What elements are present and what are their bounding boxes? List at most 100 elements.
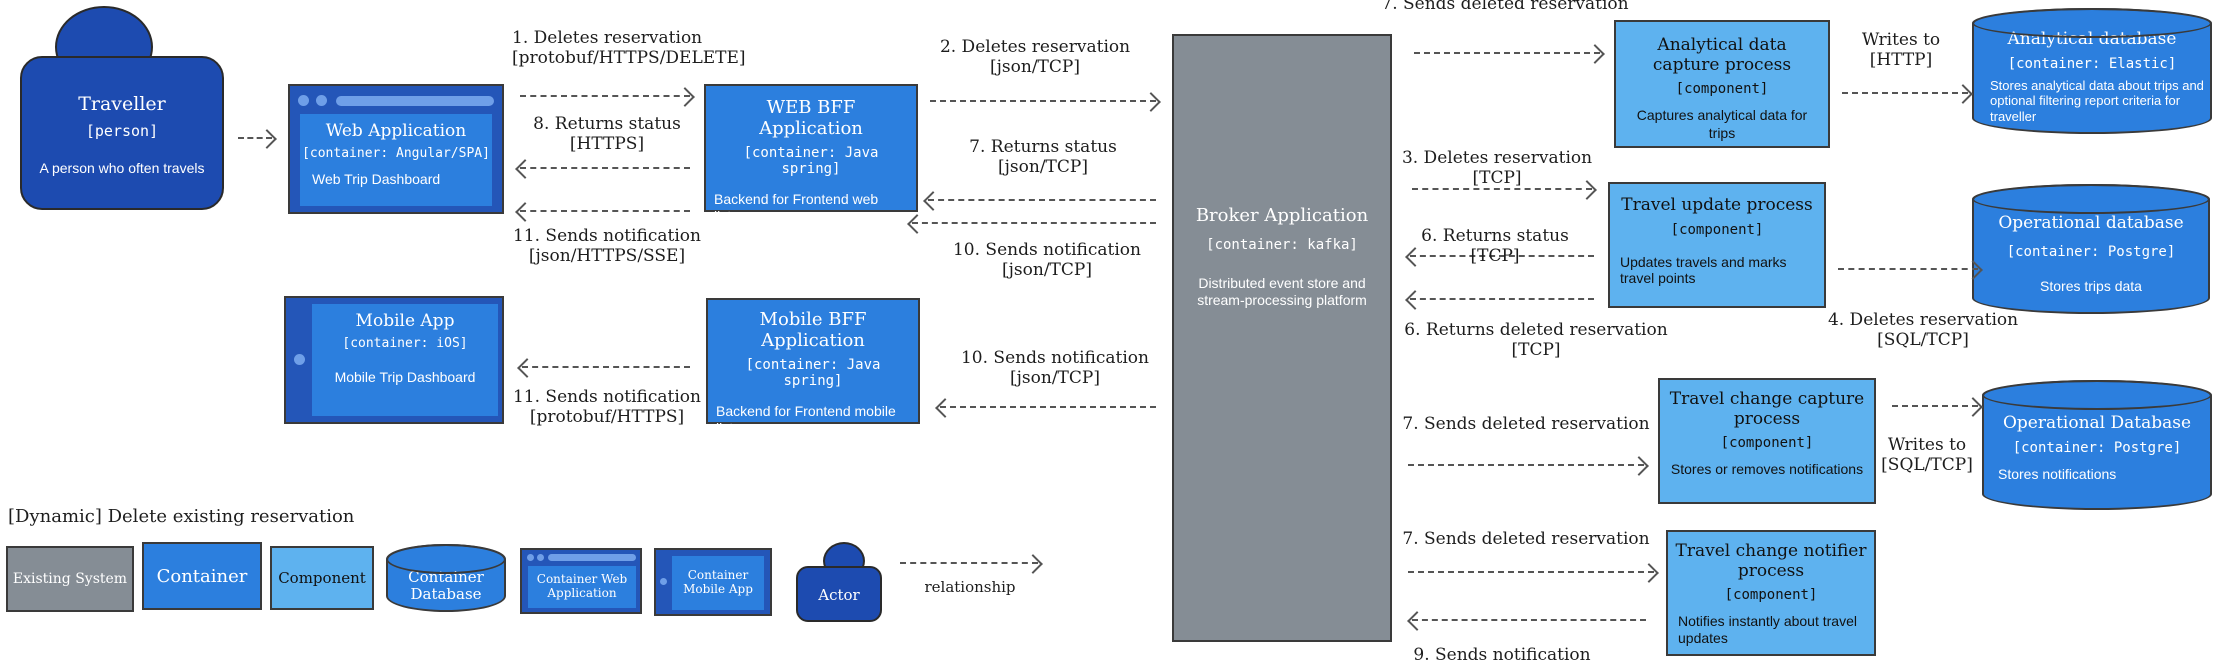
traveller-title: Traveller (78, 93, 166, 115)
web-app-desc: Web Trip Dashboard (312, 170, 441, 187)
broker-desc: Distributed event store and stream-proce… (1197, 274, 1367, 309)
web-bff-title: WEB BFF Application (759, 97, 863, 139)
arrow-9 (1412, 619, 1646, 621)
arrow-traveller-webapp (238, 137, 272, 139)
home-button-icon (660, 578, 667, 585)
label-7d: 7. Sends deleted reservation (1402, 529, 1650, 549)
travel-change-notifier-title: Travel change notifier process (1675, 541, 1867, 581)
mobile-app-title: Mobile App (355, 311, 455, 331)
arrow-7c (1408, 464, 1644, 466)
analytical-capture-desc: Captures analytical data for trips (1636, 107, 1808, 141)
operational-db-1-desc: Stores trips data (2040, 277, 2142, 294)
travel-change-capture-title: Travel change capture process (1669, 389, 1865, 429)
travel-change-notifier-tech: [component] (1724, 587, 1818, 604)
arrow-1 (520, 95, 690, 97)
label-10a: 10. Sends notification [json/TCP] (952, 240, 1141, 281)
travel-update-desc: Updates travels and marks travel points (1620, 253, 1787, 287)
label-writes-1: Writes to [HTTP] (1861, 30, 1941, 71)
legend-container-web-app: Container Web Application (520, 548, 642, 614)
legend-relationship-arrow (900, 562, 1038, 564)
arrow-7-top (1414, 52, 1600, 54)
label-6b: 6. Returns deleted reservation [TCP] (1404, 320, 1668, 361)
arrow-4 (1838, 268, 1978, 270)
analytical-capture-tech: [component] (1675, 81, 1769, 98)
arrow-writes-2 (1892, 405, 1978, 407)
travel-update-title: Travel update process (1621, 195, 1813, 215)
arrow-3 (1412, 188, 1592, 190)
mobile-bff-tech: [container: Java spring] (745, 357, 881, 390)
arrow-10a (912, 222, 1156, 224)
legend-component: Component (270, 546, 374, 610)
analytical-db-tech: [container: Elastic] (2007, 55, 2177, 72)
travel-change-capture-component[interactable]: Travel change capture process [component… (1658, 378, 1876, 504)
arrow-6b (1410, 298, 1594, 300)
mobile-app-frame[interactable]: Mobile App [container: iOS] Mobile Trip … (284, 296, 504, 424)
travel-update-tech: [component] (1670, 221, 1764, 238)
operational-db-2-tech: [container: Postgre] (2012, 439, 2182, 456)
arrow-writes-1 (1842, 92, 1968, 94)
label-7c: 7. Sends deleted reservation (1402, 414, 1650, 434)
label-4: 4. Deletes reservation [SQL/TCP] (1827, 310, 2019, 351)
web-bff-desc: Backend for Frontend web listener (714, 191, 879, 225)
traveller-desc: A person who often travels (39, 159, 205, 176)
web-app-title: Web Application (325, 121, 467, 141)
window-dot-icon (537, 554, 544, 561)
window-dot-icon (527, 554, 534, 561)
travel-change-capture-tech: [component] (1720, 435, 1814, 452)
address-bar-icon (336, 96, 494, 106)
address-bar-icon (548, 554, 636, 561)
arrow-2 (930, 100, 1156, 102)
arrow-6a (1410, 255, 1594, 257)
arrow-7d (1408, 571, 1654, 573)
window-dot-icon (298, 95, 309, 106)
label-7-top: 7. Sends deleted reservation (1381, 0, 1629, 14)
mobile-bff-container[interactable]: Mobile BFF Application [container: Java … (706, 298, 920, 436)
arrow-7a (928, 199, 1156, 201)
mobile-bff-title: Mobile BFF Application (759, 309, 867, 351)
broker-title: Broker Application (1195, 205, 1369, 226)
label-1: 1. Deletes reservation [protobuf/HTTPS/D… (512, 28, 746, 69)
label-3: 3. Deletes reservation [TCP] (1401, 148, 1593, 189)
analytical-capture-title: Analytical data capture process (1652, 35, 1792, 75)
mobile-app-tech: [container: iOS] (342, 335, 468, 351)
legend-actor: Actor (796, 566, 882, 622)
label-10b: 10. Sends notification [json/TCP] (960, 348, 1149, 389)
label-11b: 11. Sends notification [protobuf/HTTPS] (512, 387, 701, 428)
operational-db-2[interactable]: Operational Database [container: Postgre… (1982, 380, 2212, 510)
label-6a: 6. Returns status [TCP] (1421, 226, 1569, 267)
travel-change-notifier-component[interactable]: Travel change notifier process [componen… (1666, 530, 1876, 656)
travel-change-capture-desc: Stores or removes notifications (1670, 461, 1864, 478)
web-bff-container[interactable]: WEB BFF Application [container: Java spr… (704, 84, 918, 224)
arrow-11b (522, 366, 690, 368)
operational-db-2-desc: Stores notifications (1998, 465, 2117, 482)
legend-container: Container (142, 542, 262, 610)
arrow-8 (520, 167, 690, 169)
label-writes-2: Writes to [SQL/TCP] (1881, 435, 1973, 476)
broker-tech: [container: kafka] (1206, 236, 1358, 253)
arrow-10b (940, 406, 1156, 408)
broker-system[interactable]: Broker Application [container: kafka] Di… (1172, 34, 1392, 642)
legend-title: [Dynamic] Delete existing reservation (8, 506, 355, 527)
operational-db-2-title: Operational Database (2002, 413, 2192, 433)
legend-relationship-label: relationship (924, 578, 1016, 596)
home-button-icon (294, 354, 305, 365)
analytical-db-desc: Stores analytical data about trips and o… (1990, 77, 2204, 124)
analytical-db[interactable]: Analytical database [container: Elastic]… (1972, 8, 2212, 134)
arrow-11a (520, 210, 690, 212)
traveller-person[interactable]: Traveller [person] A person who often tr… (20, 56, 224, 210)
label-8: 8. Returns status [HTTPS] (533, 114, 681, 155)
window-dot-icon (316, 95, 327, 106)
legend-container-database: Container Database (386, 544, 506, 612)
travel-update-component[interactable]: Travel update process [component] Update… (1608, 182, 1826, 308)
label-7a: 7. Returns status [json/TCP] (969, 137, 1117, 178)
label-11a: 11. Sends notification [json/HTTPS/SSE] (512, 226, 701, 267)
legend-existing-system: Existing System (6, 546, 134, 612)
mobile-app-desc: Mobile Trip Dashboard (334, 368, 476, 385)
mobile-bff-desc: Backend for Frontend mobile listener (716, 403, 896, 437)
operational-db-1-tech: [container: Postgre] (2006, 243, 2176, 260)
analytical-capture-component[interactable]: Analytical data capture process [compone… (1614, 20, 1830, 148)
label-2: 2. Deletes reservation [json/TCP] (939, 37, 1131, 78)
operational-db-1[interactable]: Operational database [container: Postgre… (1972, 184, 2210, 314)
operational-db-1-title: Operational database (1998, 213, 2184, 233)
web-app-frame[interactable]: Web Application [container: Angular/SPA]… (288, 84, 504, 214)
